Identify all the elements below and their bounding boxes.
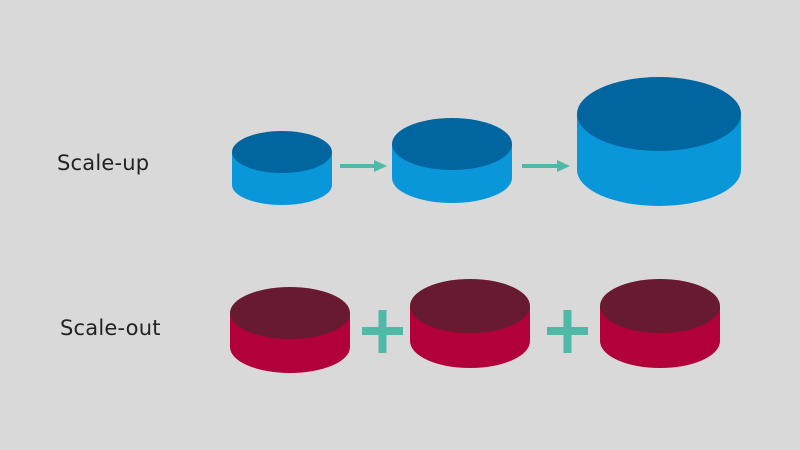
plus-icon	[547, 310, 588, 353]
plus-icon	[362, 310, 403, 353]
scale-out-cylinder-3	[600, 279, 720, 368]
scale-up-cylinder-small	[232, 131, 332, 205]
scale-up-cylinder-large	[577, 77, 741, 206]
scale-up-row	[232, 77, 741, 206]
scale-out-row	[230, 279, 720, 373]
scale-out-cylinder-1	[230, 287, 350, 373]
scale-up-label: Scale-up	[57, 151, 150, 175]
arrow-icon	[522, 160, 570, 172]
scale-out-cylinder-2	[410, 279, 530, 368]
scale-out-label: Scale-out	[60, 316, 161, 340]
arrow-icon	[340, 160, 387, 172]
scale-up-cylinder-medium	[392, 118, 512, 203]
